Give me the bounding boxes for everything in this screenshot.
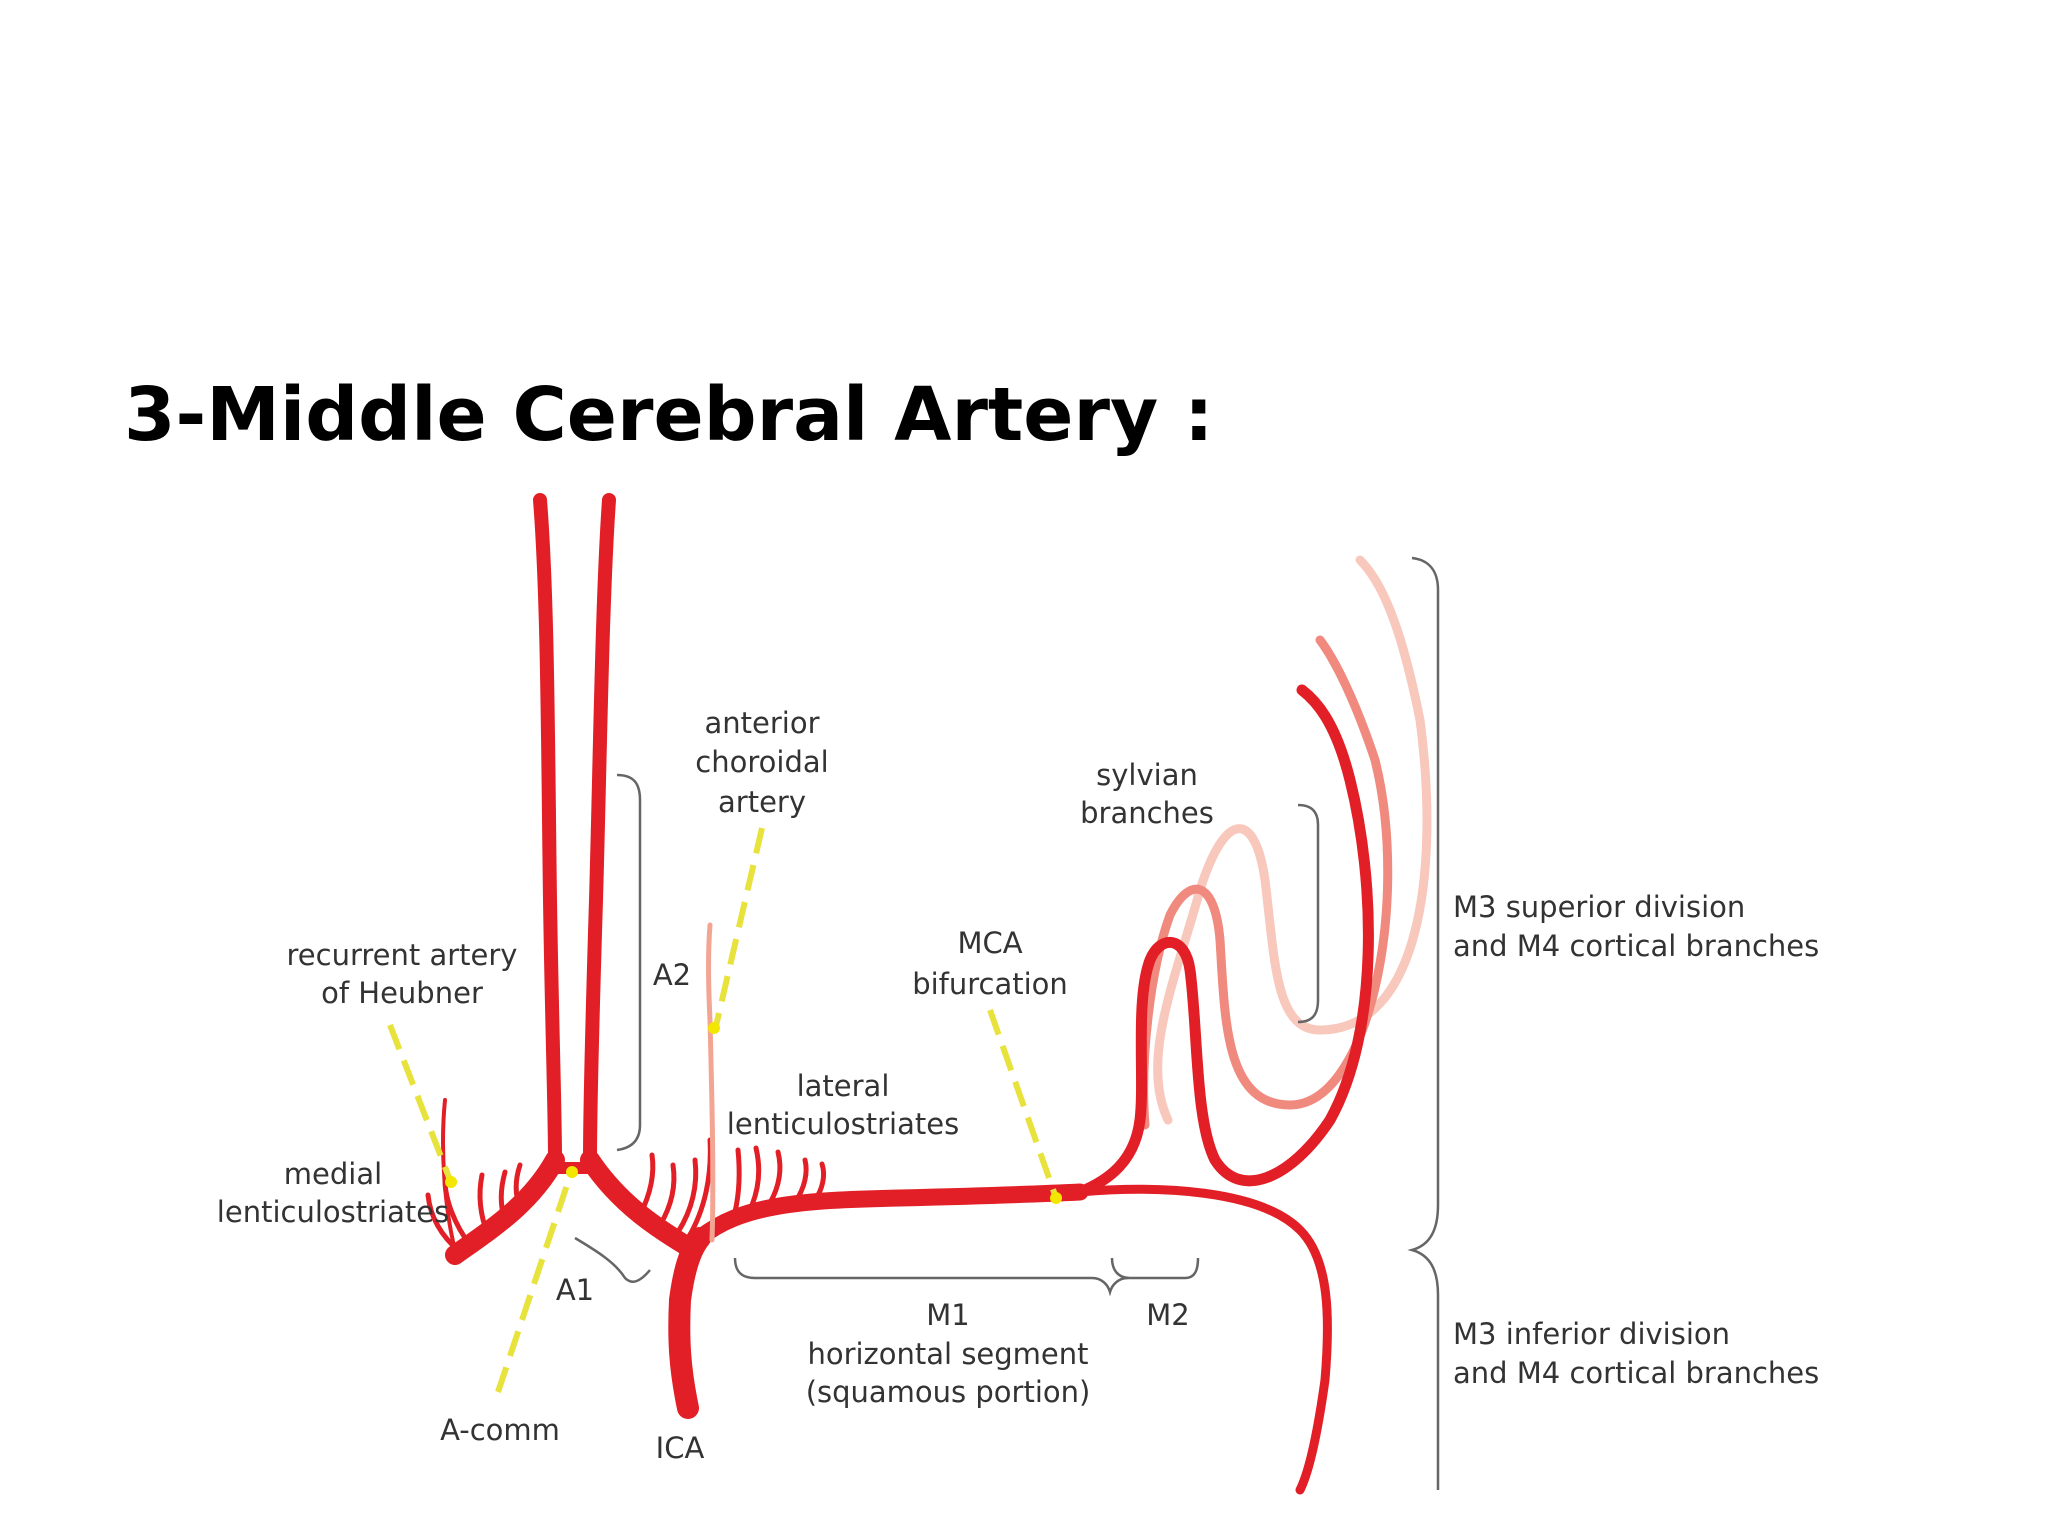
sylvian-bracket — [1297, 803, 1320, 1024]
label-m2: M2 — [1146, 1298, 1189, 1332]
slide-title: 3-Middle Cerebral Artery : — [124, 372, 1214, 458]
label-m1-2: horizontal segment — [807, 1337, 1088, 1371]
anterior-choroidal-artery — [706, 922, 716, 1243]
m2-bracket — [1110, 1257, 1200, 1280]
label-a1: A1 — [556, 1273, 594, 1307]
label-sylvian-1: sylvian — [1096, 758, 1198, 792]
m3-superior-bracket — [1407, 556, 1440, 1296]
label-medial-lenticulostriates-2: lenticulostriates — [217, 1195, 449, 1229]
sylvian-branches-light — [1139, 635, 1393, 1130]
label-anterior-choroidal-2: choroidal — [695, 745, 828, 779]
anterior-choroidal-dot — [708, 1022, 720, 1034]
heubner-pointer — [387, 1023, 453, 1182]
label-a2: A2 — [653, 958, 691, 992]
label-sylvian-2: branches — [1080, 796, 1214, 830]
label-anterior-choroidal-3: artery — [718, 785, 806, 819]
label-heubner-2: of Heubner — [321, 976, 483, 1010]
labels: anterior choroidal artery sylvian branch… — [217, 706, 1819, 1465]
label-mca-bifurcation-2: bifurcation — [912, 967, 1068, 1001]
label-anterior-choroidal-1: anterior — [704, 706, 819, 740]
label-lateral-lenticulostriates-2: lenticulostriates — [727, 1107, 959, 1141]
label-lateral-lenticulostriates-1: lateral — [797, 1069, 890, 1103]
a1-bracket — [574, 1236, 651, 1283]
label-medial-lenticulostriates-1: medial — [284, 1157, 382, 1191]
brackets — [574, 556, 1440, 1490]
mca-bifurcation-pointer — [987, 1009, 1058, 1196]
label-m3-superior-2: and M4 cortical branches — [1453, 929, 1819, 963]
a-comm-dot — [566, 1166, 578, 1178]
label-ica: ICA — [656, 1431, 705, 1465]
m1-bracket — [733, 1257, 1129, 1297]
label-heubner-1: recurrent artery — [287, 938, 518, 972]
label-m3-inferior-1: M3 inferior division — [1453, 1317, 1730, 1351]
a2-bracket — [616, 773, 642, 1152]
pointers — [387, 827, 1062, 1393]
heubner-dot — [445, 1176, 457, 1188]
label-a-comm: A-comm — [440, 1413, 560, 1447]
mca-bifurcation-dot — [1050, 1192, 1062, 1204]
label-m1-1: M1 — [926, 1298, 969, 1332]
label-m1-3: (squamous portion) — [806, 1375, 1091, 1409]
sylvian-branches-faint — [1153, 555, 1432, 1125]
anterior-choroidal-pointer — [713, 827, 765, 1027]
label-m3-superior-1: M3 superior division — [1453, 890, 1745, 924]
label-m3-inferior-2: and M4 cortical branches — [1453, 1356, 1819, 1390]
arteries-main — [425, 493, 1374, 1495]
label-mca-bifurcation-1: MCA — [957, 926, 1022, 960]
